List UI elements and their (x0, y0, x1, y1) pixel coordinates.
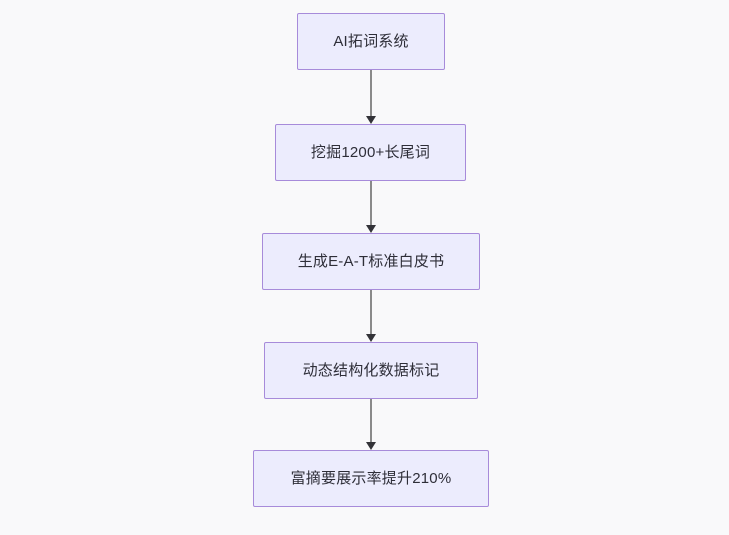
connector-line (370, 181, 372, 226)
arrowhead-down-icon (366, 225, 376, 233)
arrowhead-down-icon (366, 334, 376, 342)
connector-line (370, 290, 372, 335)
flow-node-dynamic-structured-data-markup[interactable]: 动态结构化数据标记 (264, 342, 478, 399)
flow-node-label: AI拓词系统 (333, 32, 409, 50)
arrowhead-down-icon (366, 442, 376, 450)
flow-connector-2-to-3 (366, 181, 376, 233)
flow-connector-3-to-4 (366, 290, 376, 342)
flow-node-label: 动态结构化数据标记 (302, 361, 440, 379)
flow-node-label: 生成E-A-T标准白皮书 (297, 252, 445, 270)
connector-line (370, 70, 372, 117)
flow-node-longtail-keyword-mining[interactable]: 挖掘1200+长尾词 (275, 124, 466, 181)
flow-node-eat-whitepaper-generation[interactable]: 生成E-A-T标准白皮书 (262, 233, 480, 290)
flow-node-ai-keyword-system[interactable]: AI拓词系统 (297, 13, 445, 70)
connector-line (370, 399, 372, 443)
flow-connector-1-to-2 (366, 70, 376, 124)
flow-node-label: 挖掘1200+长尾词 (310, 143, 431, 161)
flow-connector-4-to-5 (366, 399, 376, 450)
arrowhead-down-icon (366, 116, 376, 124)
flow-node-label: 富摘要展示率提升210% (290, 469, 452, 487)
flow-node-rich-snippet-impression-lift[interactable]: 富摘要展示率提升210% (253, 450, 489, 507)
